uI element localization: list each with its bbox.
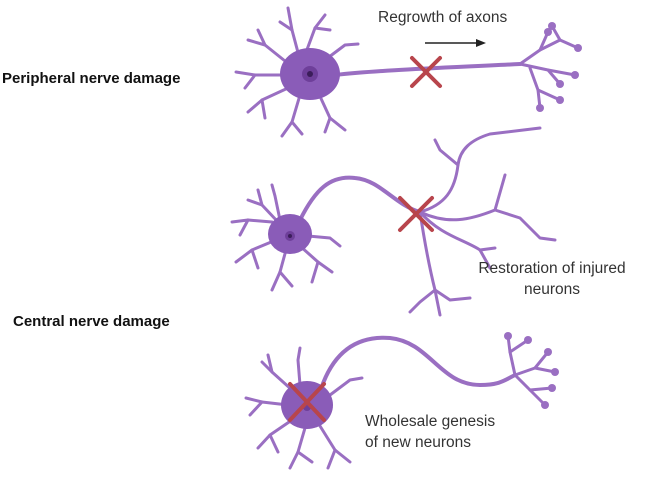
cell-bodies xyxy=(268,48,340,429)
neuron-peripheral xyxy=(234,6,580,138)
wholesale-genesis-label: Wholesale genesis of new neurons xyxy=(365,411,495,453)
central-nerve-damage-label: Central nerve damage xyxy=(13,313,170,330)
damage-cross-icon xyxy=(288,382,326,422)
arrow-right-icon xyxy=(425,39,486,47)
nucleolus-peripheral xyxy=(307,71,313,77)
restoration-label-line1: Restoration of injured xyxy=(478,260,626,277)
regrowth-of-axons-label: Regrowth of axons xyxy=(378,9,508,26)
neuron-central-lower xyxy=(244,334,557,470)
restoration-label-line2: neurons xyxy=(523,281,580,298)
wholesale-label-line1: Wholesale genesis xyxy=(365,413,496,430)
wholesale-label-line2: of new neurons xyxy=(365,434,471,451)
damage-cross-icon xyxy=(410,56,442,88)
restoration-label: Restoration of injured neurons xyxy=(472,258,632,300)
neuron-central-upper xyxy=(230,126,557,317)
damage-cross-icon xyxy=(398,196,434,232)
nucleolus-central-upper xyxy=(288,234,292,238)
peripheral-nerve-damage-label: Peripheral nerve damage xyxy=(2,70,181,87)
terminal-bulbs xyxy=(504,22,582,409)
